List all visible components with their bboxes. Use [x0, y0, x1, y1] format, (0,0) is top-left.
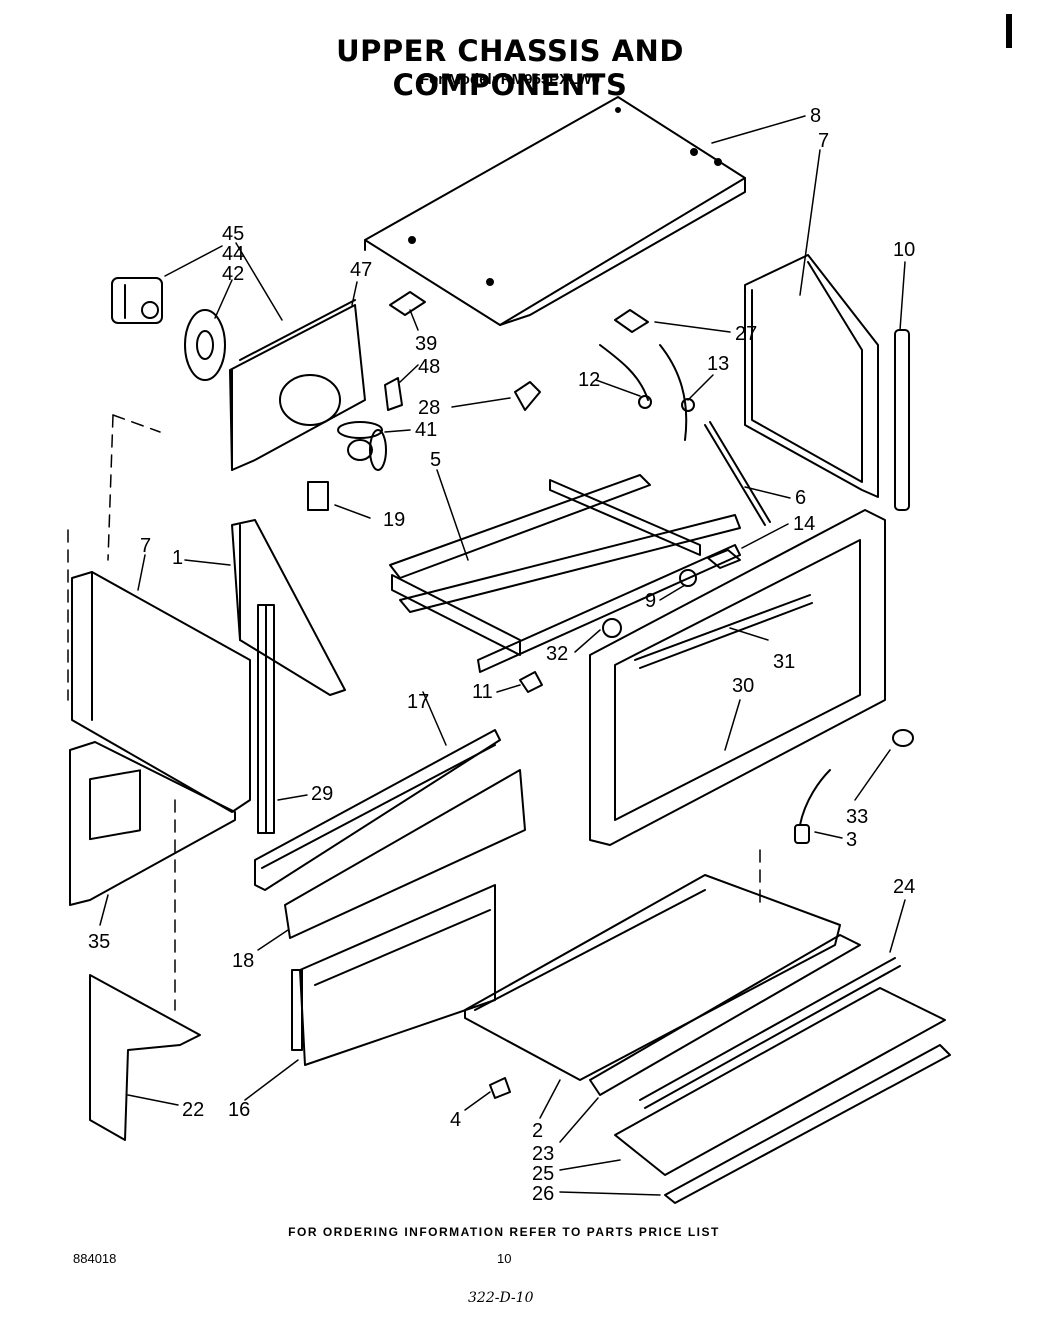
part-right-side-frame	[744, 254, 879, 498]
model-subtitle: For Model: RM955PXLW0	[419, 71, 601, 88]
part-rod	[704, 421, 771, 526]
part-back-panel	[69, 741, 236, 906]
callout-27: 27	[735, 323, 757, 345]
callout-44: 44	[222, 243, 244, 265]
part-channel-18	[284, 769, 526, 939]
part-clip-11	[519, 671, 543, 693]
callout-13: 13	[707, 353, 729, 375]
part-bracket-14	[707, 549, 741, 569]
callout-48: 48	[418, 356, 440, 378]
callout-42: 42	[222, 263, 244, 285]
part-knob-32	[602, 618, 622, 638]
callout-7-left: 7	[140, 535, 151, 557]
doc-number: 884018	[73, 1251, 117, 1266]
callout-41: 41	[415, 419, 437, 441]
part-reflector-25	[614, 987, 946, 1176]
callout-12: 12	[578, 369, 600, 391]
callout-19: 19	[383, 509, 405, 531]
part-vertical-strip	[894, 329, 910, 511]
part-bracket-39	[389, 291, 426, 316]
callout-25: 25	[532, 1163, 554, 1185]
part-strip-23	[589, 934, 861, 1096]
callout-10: 10	[893, 239, 915, 261]
callout-8: 8	[810, 105, 821, 127]
part-motor	[111, 277, 163, 324]
part-triangular-bracket	[231, 519, 346, 696]
page-title: UPPER CHASSIS AND COMPONENTS	[336, 34, 684, 102]
part-knob-33	[892, 729, 914, 747]
callout-30: 30	[732, 675, 754, 697]
part-tube-24	[639, 957, 901, 1109]
callout-1: 1	[172, 547, 183, 569]
callout-18: 18	[232, 950, 254, 972]
callout-45: 45	[222, 223, 244, 245]
callout-labels: 8 7 10 45 44 42 47 39 48 27 12 13 28 41 …	[88, 105, 915, 1205]
part-fan-shroud-ring	[184, 309, 226, 381]
part-bottom-tray	[464, 874, 841, 1081]
callout-11: 11	[472, 681, 493, 703]
handwritten-ref: 322-D-10	[468, 1290, 534, 1306]
part-top-cover	[364, 96, 746, 326]
callout-31: 31	[773, 651, 795, 673]
callout-4: 4	[450, 1109, 461, 1131]
part-louver-panel	[291, 884, 496, 1066]
callout-22: 22	[182, 1099, 204, 1121]
ordering-note: FOR ORDERING INFORMATION REFER TO PARTS …	[288, 1225, 720, 1239]
part-clip-28	[514, 381, 541, 411]
part-door-frame	[589, 509, 886, 846]
alignment-lines	[67, 414, 761, 1011]
part-connector-3	[794, 769, 831, 844]
part-19	[307, 481, 329, 511]
part-fan-blade	[337, 421, 387, 471]
callout-24: 24	[893, 876, 915, 898]
callout-47: 47	[350, 259, 372, 281]
part-frame-rails	[389, 474, 741, 673]
callout-3: 3	[846, 829, 857, 851]
part-bracket-48	[384, 377, 403, 411]
callout-5: 5	[430, 449, 441, 471]
callout-16: 16	[228, 1099, 250, 1121]
callout-23: 23	[532, 1143, 554, 1165]
callout-35: 35	[88, 931, 110, 953]
part-left-side-panel	[71, 571, 251, 813]
leader-lines	[99, 115, 906, 1196]
part-wiring-12-13	[599, 344, 695, 441]
callout-17: 17	[407, 691, 429, 713]
callout-6: 6	[795, 487, 806, 509]
part-clip-27	[614, 309, 649, 333]
part-strip-26	[664, 1044, 951, 1204]
part-knob-9	[679, 569, 697, 587]
part-channel-17	[254, 729, 501, 891]
callout-9: 9	[645, 590, 656, 612]
callout-29: 29	[311, 783, 333, 805]
callout-39: 39	[415, 333, 437, 355]
page-number: 10	[497, 1251, 512, 1266]
part-clip-4	[489, 1077, 511, 1099]
callout-14: 14	[793, 513, 815, 535]
part-blower-housing	[229, 299, 366, 471]
callout-32: 32	[546, 643, 568, 665]
callout-7-right: 7	[818, 130, 829, 152]
corner-mark	[1006, 14, 1012, 48]
part-vertical-channel	[257, 604, 275, 834]
callout-2: 2	[532, 1120, 543, 1142]
callout-33: 33	[846, 806, 868, 828]
callout-28: 28	[418, 397, 440, 419]
part-bracket-22	[89, 974, 201, 1141]
callout-26: 26	[532, 1183, 554, 1205]
